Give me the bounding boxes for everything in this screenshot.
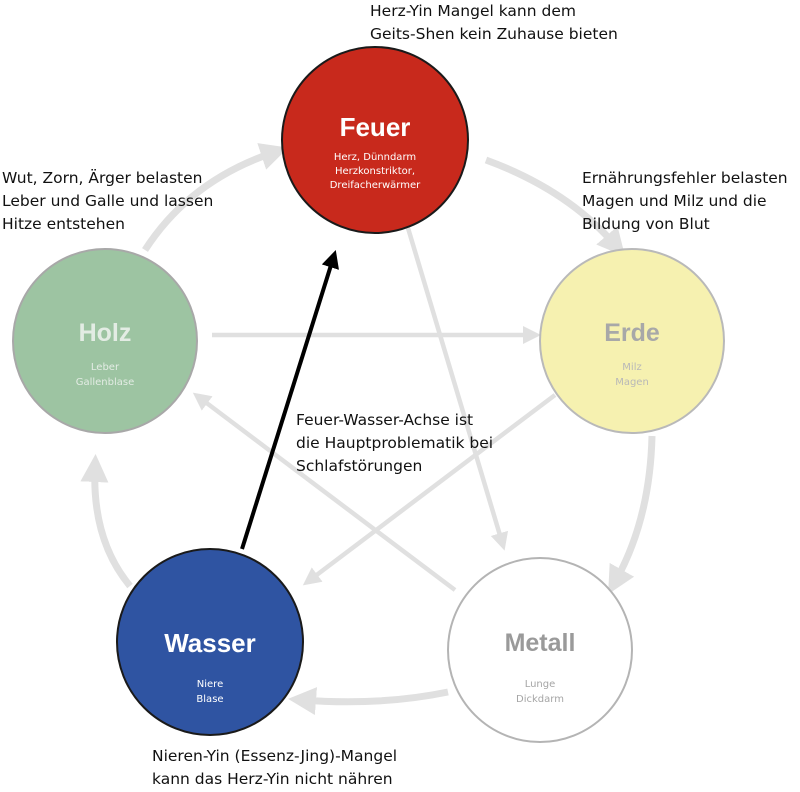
holz-organ-1: Leber — [91, 362, 120, 373]
node-holz: Holz Leber Gallenblase — [12, 248, 198, 434]
wasser-organ-2: Blase — [196, 694, 223, 705]
erde-title: Erde — [604, 319, 660, 347]
cycle-arrow-erde-metall — [608, 435, 656, 595]
node-metall: Metall Lunge Dickdarm — [447, 557, 633, 743]
erde-circle — [539, 248, 725, 434]
feuer-organ-2: Herzkonstriktor, — [335, 166, 415, 177]
feuer-title: Feuer — [340, 112, 411, 142]
feuer-organ-3: Dreifacherwärmer — [330, 180, 421, 191]
wasser-organ-1: Niere — [197, 679, 223, 690]
node-erde: Erde Milz Magen — [539, 248, 725, 434]
annotation-left: Wut, Zorn, Ärger belasten Leber und Gall… — [2, 169, 214, 233]
annotation-right: Ernährungsfehler belasten Magen und Milz… — [582, 169, 788, 233]
star-arrow-erde-wasser — [302, 393, 557, 586]
cycle-arrow-wasser-holz — [80, 454, 133, 589]
wasser-title: Wasser — [164, 628, 256, 658]
star-arrow-feuer-metall — [405, 227, 509, 551]
cycle-arrow-metall-wasser — [288, 687, 449, 716]
node-feuer: Feuer Herz, Dünndarm Herzkonstriktor, Dr… — [281, 46, 469, 234]
star-arrow-metall-holz — [192, 392, 457, 592]
holz-circle — [12, 248, 198, 434]
holz-organ-2: Gallenblase — [76, 377, 135, 388]
erde-organ-1: Milz — [622, 362, 641, 373]
metall-organ-2: Dickdarm — [516, 694, 564, 705]
erde-organ-2: Magen — [615, 377, 649, 388]
feuer-circle — [281, 46, 469, 234]
feuer-organ-1: Herz, Dünndarm — [334, 152, 416, 163]
controlling-cycle — [192, 227, 557, 592]
generating-cycle — [80, 143, 656, 716]
node-wasser: Wasser Niere Blase — [116, 548, 304, 736]
holz-title: Holz — [79, 319, 132, 347]
wasser-circle — [116, 548, 304, 736]
metall-circle — [447, 557, 633, 743]
feuer-wasser-axis-arrow — [240, 249, 339, 550]
annotation-center: Feuer-Wasser-Achse ist die Hauptproblema… — [296, 411, 494, 475]
metall-organ-1: Lunge — [525, 679, 556, 690]
annotation-top: Herz-Yin Mangel kann dem Geits-Shen kein… — [370, 2, 618, 43]
metall-title: Metall — [505, 629, 576, 657]
cycle-arrow-holz-feuer — [142, 143, 289, 252]
annotation-bottom: Nieren-Yin (Essenz-Jing)-Mangel kann das… — [152, 747, 398, 788]
cycle-arrow-feuer-erde — [484, 156, 626, 257]
